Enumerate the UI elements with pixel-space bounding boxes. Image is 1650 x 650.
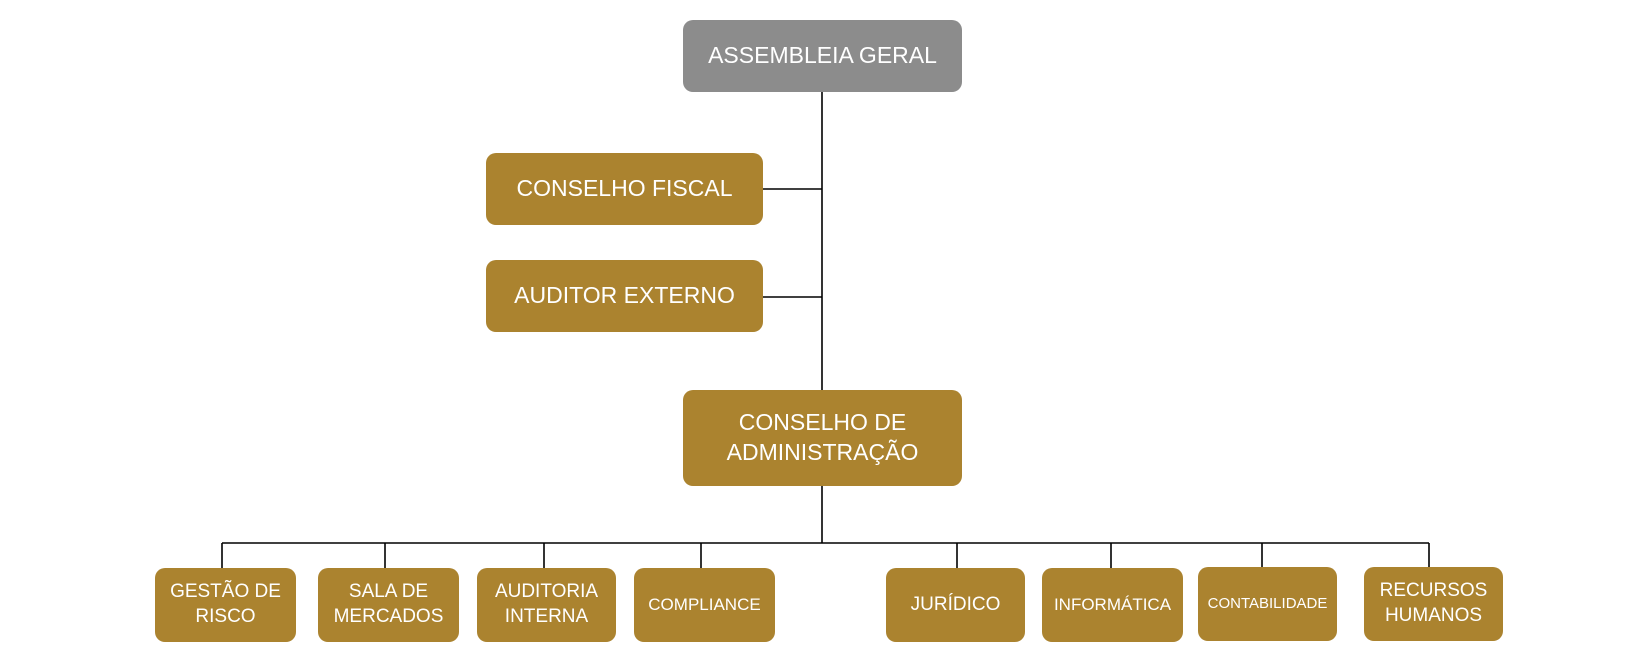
gestao-de-risco-box: GESTÃO DE RISCO <box>155 568 296 642</box>
auditoria-interna-box: AUDITORIA INTERNA <box>477 568 616 642</box>
gestao-de-risco-label: GESTÃO DE RISCO <box>170 581 281 627</box>
conselho-fiscal-box: CONSELHO FISCAL <box>486 153 763 225</box>
compliance-box: COMPLIANCE <box>634 568 775 642</box>
recursos-humanos-box: RECURSOS HUMANOS <box>1364 567 1503 641</box>
informatica-label: INFORMÁTICA <box>1053 594 1172 614</box>
compliance-label: COMPLIANCE <box>648 594 761 614</box>
sala-de-mercados-box: SALA DE MERCADOS <box>318 568 459 642</box>
sala-de-mercados-label: SALA DE MERCADOS <box>333 581 444 627</box>
informatica-box: INFORMÁTICA <box>1042 568 1183 642</box>
conselho-fiscal-label: CONSELHO FISCAL <box>516 175 733 202</box>
contabilidade-label: CONTABILIDADE <box>1207 595 1328 613</box>
recursos-humanos-label: RECURSOS HUMANOS <box>1379 580 1488 626</box>
conselho-de-administracao-box: CONSELHO DE ADMINISTRAÇÃO <box>683 390 962 486</box>
auditor-externo-box: AUDITOR EXTERNO <box>486 260 763 332</box>
juridico-label: JURÍDICO <box>910 593 1001 615</box>
juridico-box: JURÍDICO <box>886 568 1025 642</box>
conselho-de-administracao-label: CONSELHO DE ADMINISTRAÇÃO <box>726 409 919 465</box>
assembleia-geral-box: ASSEMBLEIA GERAL <box>683 20 962 92</box>
auditor-externo-label: AUDITOR EXTERNO <box>514 282 735 309</box>
contabilidade-box: CONTABILIDADE <box>1198 567 1337 641</box>
auditoria-interna-label: AUDITORIA INTERNA <box>494 581 599 627</box>
assembleia-geral-label: ASSEMBLEIA GERAL <box>708 42 937 69</box>
